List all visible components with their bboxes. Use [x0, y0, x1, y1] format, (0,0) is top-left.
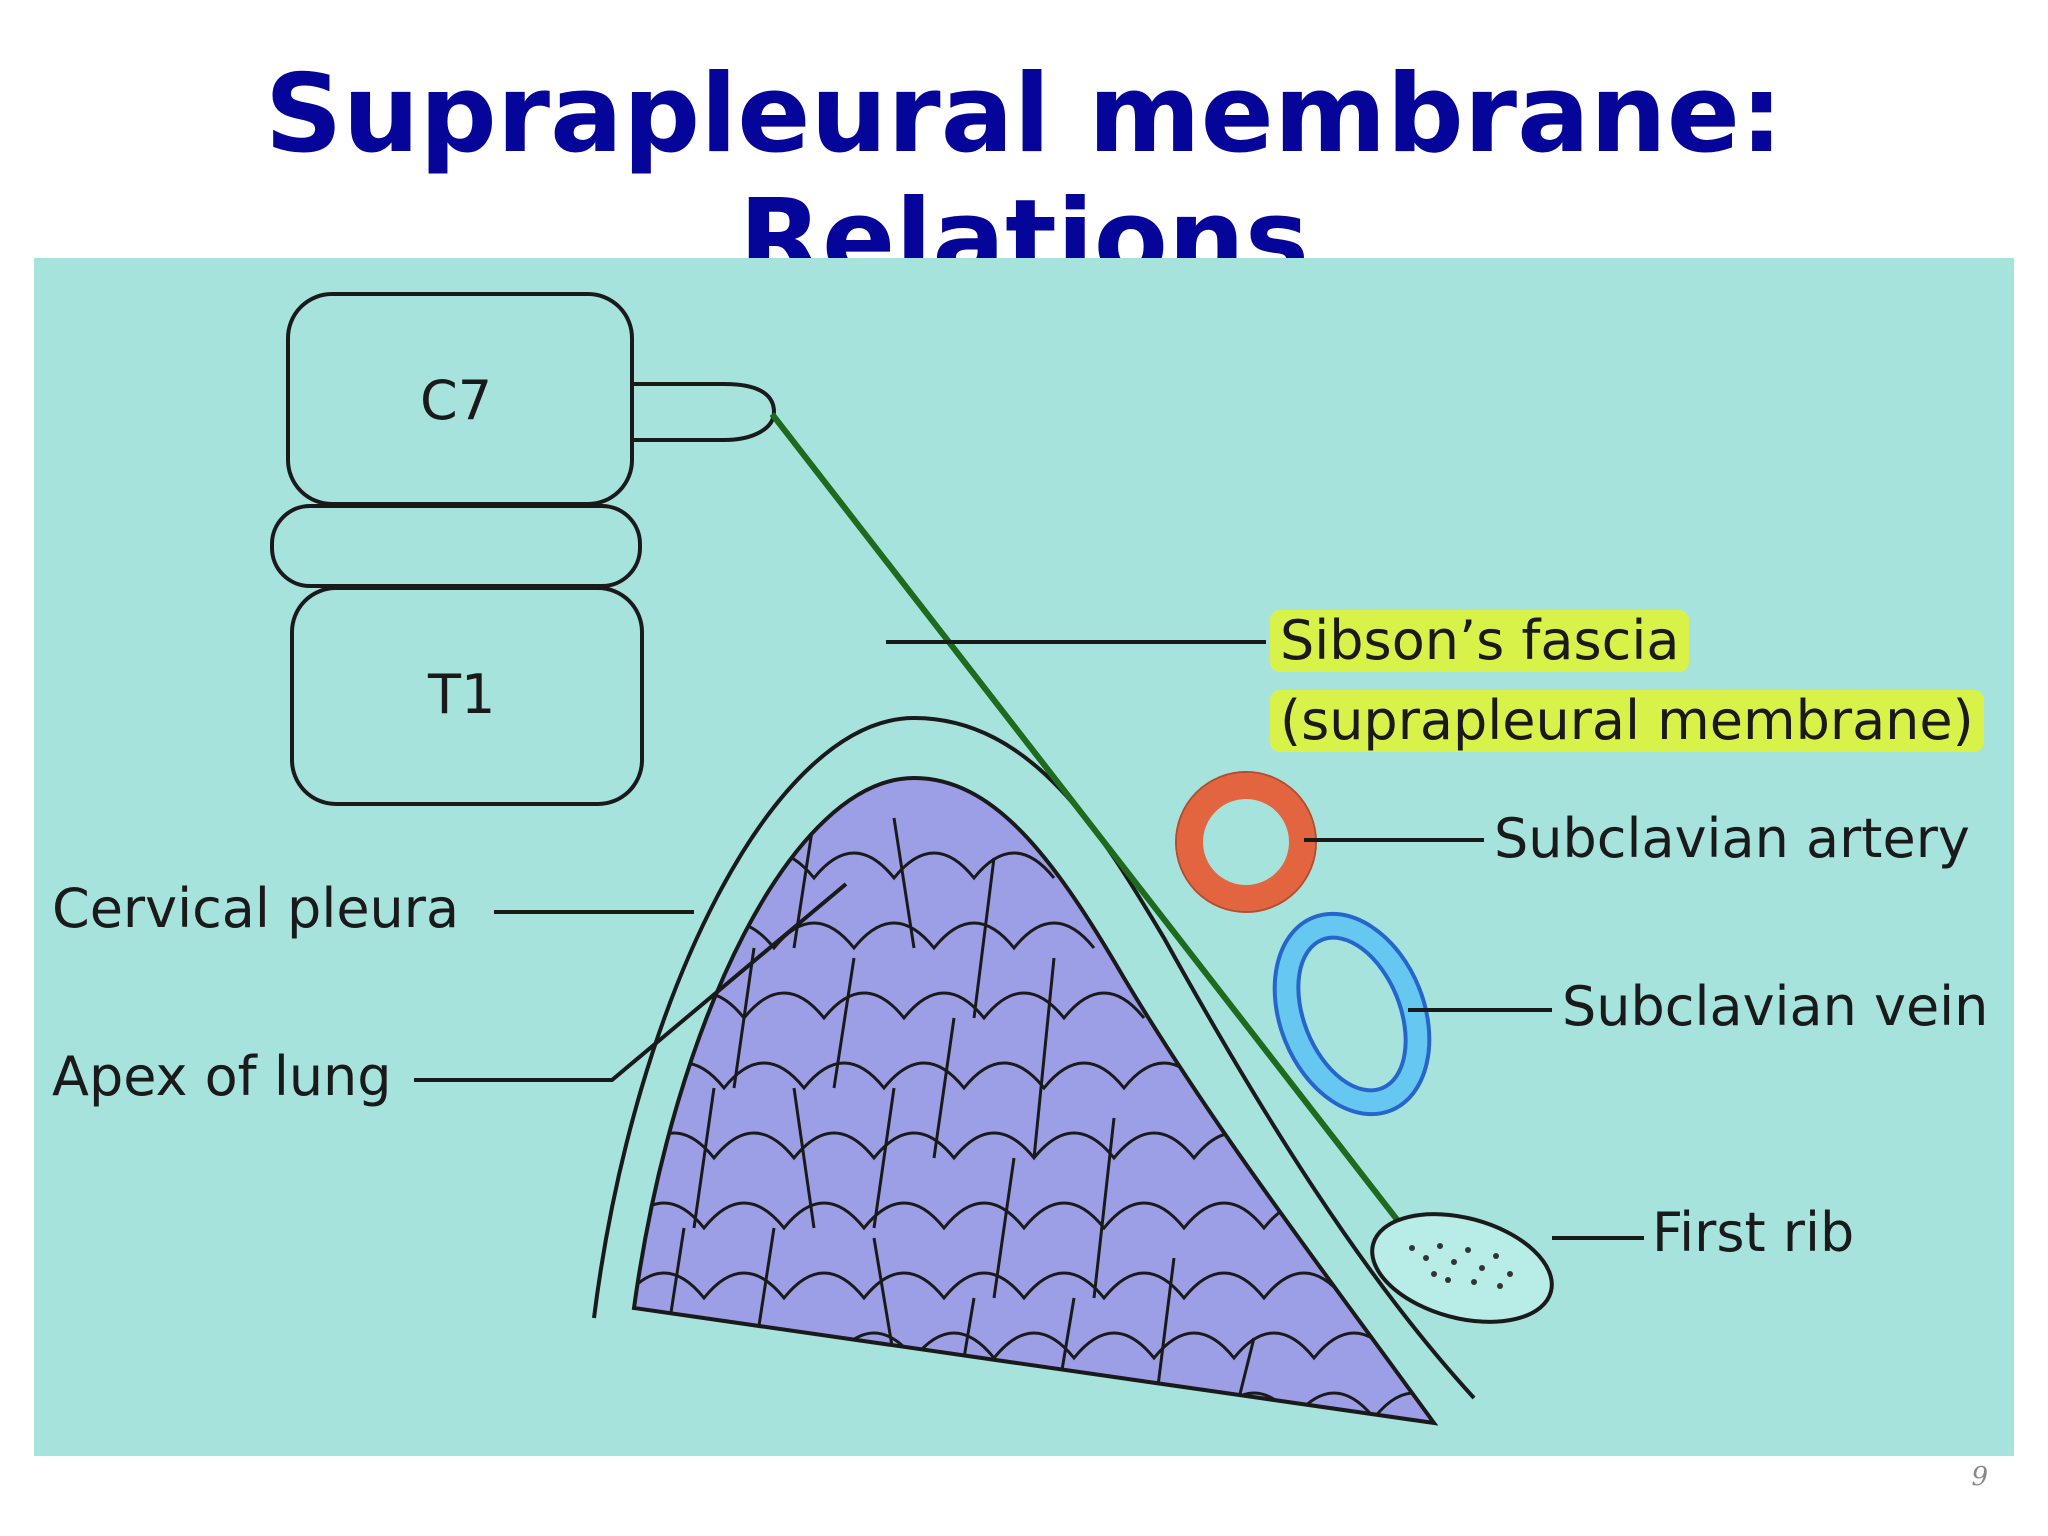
- first-rib-label: First rib: [1652, 1201, 1855, 1264]
- slide-title: Suprapleural membrane: Relations: [264, 52, 1784, 302]
- intervertebral-disc: [270, 504, 642, 588]
- vertebra-t1-label: T1: [428, 663, 496, 726]
- first-rib: [1370, 1212, 1554, 1324]
- cervical-pleura-curve: [592, 715, 1476, 1400]
- diagram-panel: C7 T1 Sibson’s fascia (suprapleural memb…: [34, 258, 2014, 1456]
- vertebra-c7-label: C7: [420, 369, 493, 432]
- apex-of-lung-leader: [414, 882, 848, 1082]
- t1-vertebra: [290, 586, 644, 806]
- sibsons-fascia-label: Sibson’s fascia: [1270, 610, 1690, 672]
- slide-number: 9: [1971, 1462, 1988, 1492]
- subclavian-vein: [1275, 914, 1429, 1114]
- anatomy-diagram: [270, 292, 1644, 1426]
- subclavian-artery-label: Subclavian artery: [1494, 807, 1970, 870]
- first-rib-stipple: [1409, 1243, 1513, 1289]
- apex-of-lung-label: Apex of lung: [52, 1045, 392, 1108]
- cervical-pleura-label: Cervical pleura: [52, 877, 460, 940]
- subclavian-vein-label: Subclavian vein: [1562, 975, 1989, 1038]
- sibsons-fascia-line: [769, 412, 1405, 1228]
- lung-apex: [631, 775, 1439, 1426]
- c7-transverse-process: [632, 382, 777, 442]
- suprapleural-membrane-label: (suprapleural membrane): [1270, 690, 1984, 752]
- subclavian-artery: [1177, 773, 1315, 911]
